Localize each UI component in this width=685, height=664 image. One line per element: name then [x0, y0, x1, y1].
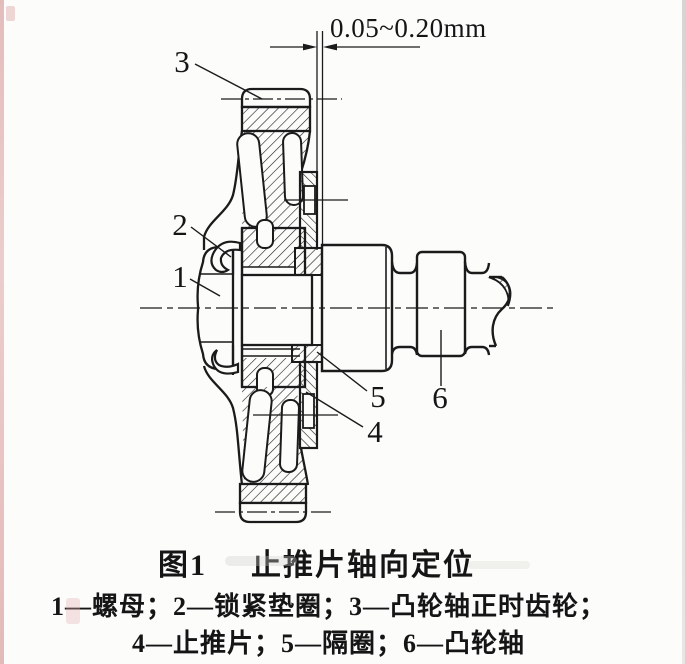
callout-1: 1 [172, 259, 188, 294]
shaft-break-crescent [487, 276, 512, 307]
thrust-plate-lower-bolt-slot [302, 393, 315, 429]
leader-2 [190, 226, 232, 258]
gear-bottom-web-left-edge [202, 365, 244, 486]
gear-bottom-rim-section [238, 482, 308, 505]
dimension-arrowhead-right [323, 43, 337, 51]
gear-bottom-web-right-edge [299, 447, 310, 486]
figure-title: 止推片轴向定位 [251, 549, 475, 582]
leader-3 [194, 63, 263, 100]
legend-line-1: 1—螺母；2—锁紧垫圈；3—凸轮轴正时齿轮； [50, 592, 606, 621]
callout-3: 3 [174, 44, 190, 79]
dimension-text: 0.05~0.20mm [330, 13, 487, 43]
neck1-top [390, 261, 419, 275]
gear-hub-top-notch [256, 219, 274, 249]
technical-drawing: 0.05~0.20mm 3 2 1 5 4 6 [140, 13, 557, 524]
timing-gear [202, 87, 312, 524]
nut-outline [196, 245, 235, 371]
neck1-bottom [390, 345, 419, 356]
gear-top-cap [240, 87, 312, 109]
parts-legend: 1—螺母；2—锁紧垫圈；3—凸轮轴正时齿轮； 4—止推片；5—隔圈；6—凸轮轴 [0, 588, 671, 662]
washer-bent-tab-bottom [210, 349, 240, 375]
spacer-lower-section [291, 344, 323, 363]
callout-numbers: 3 2 1 5 4 6 [172, 44, 448, 449]
washer-bent-tab-top [210, 240, 242, 274]
leader-5 [316, 351, 368, 392]
leader-1 [189, 278, 221, 297]
gear-bottom-spoke-recesses [241, 389, 300, 483]
lock-washer [210, 228, 244, 387]
leader-4 [305, 391, 364, 428]
callout-4: 4 [367, 414, 383, 449]
gear-top-rim-section [240, 105, 312, 133]
neck2-bottom [463, 345, 491, 356]
legend-line-2: 4—止推片；5—隔圈；6—凸轮轴 [131, 629, 525, 658]
spacer-upper-section [294, 247, 323, 276]
gear-top-web-left-edge [202, 130, 244, 250]
callout-6: 6 [432, 380, 448, 415]
figure-number: 图1 [158, 549, 207, 582]
centerlines [140, 98, 557, 513]
callout-leaders [189, 63, 442, 428]
figure-caption: 图1 止推片轴向定位 [0, 540, 659, 584]
callout-5: 5 [370, 379, 386, 414]
shaft-end-body [240, 273, 314, 347]
shaft-end [240, 266, 314, 357]
callout-2: 2 [172, 207, 188, 242]
clearance-dimension: 0.05~0.20mm [270, 13, 487, 250]
dimension-arrowhead-left [303, 43, 317, 51]
nut [196, 245, 235, 371]
neck2-top [463, 261, 491, 275]
